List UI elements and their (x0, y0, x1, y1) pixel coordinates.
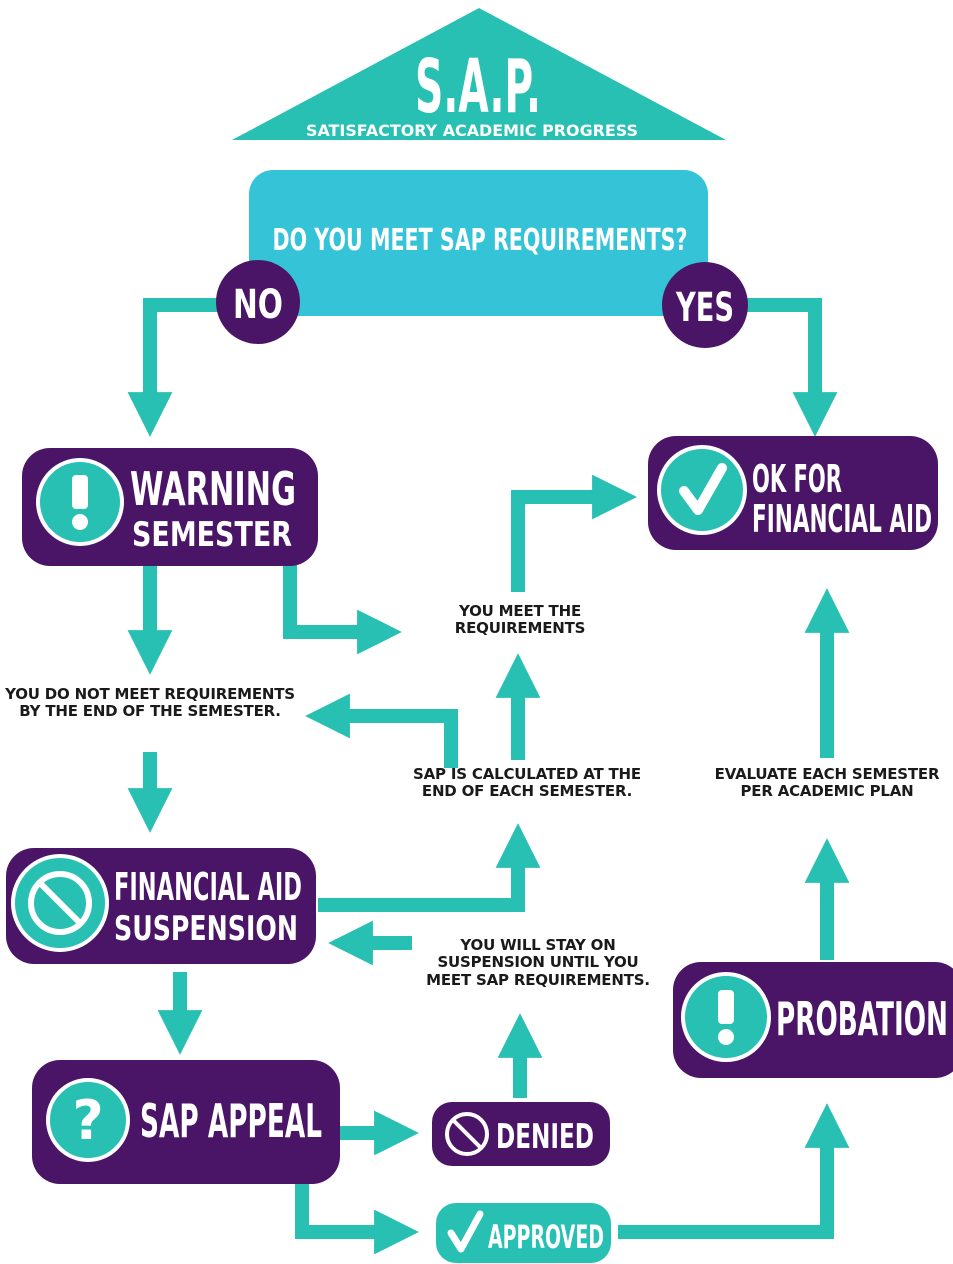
sap-appeal-node: ? SAP APPEAL (32, 1060, 340, 1184)
suspension-title: FINANCIAL AID (114, 865, 302, 909)
question-icon: ? (46, 1078, 130, 1162)
arrow-warning-to-meet (283, 565, 402, 655)
arrow-meet-to-ok (511, 474, 637, 592)
svg-text:?: ? (72, 1089, 103, 1152)
checkmark-icon (447, 1210, 484, 1253)
ok-title: OK FOR (752, 457, 842, 501)
arrow-suspension-to-calc (318, 823, 541, 912)
warning-subtitle: SEMESTER (132, 515, 292, 555)
question-box: DO YOU MEET SAP REQUIREMENTS? (249, 170, 708, 316)
denied-node: DENIED (432, 1102, 610, 1166)
suspension-subtitle: SUSPENSION (114, 909, 298, 949)
note-sap-calculated: SAP IS CALCULATED AT THE END OF EACH SEM… (413, 765, 641, 801)
approved-label: APPROVED (488, 1218, 604, 1256)
note-evaluate-semester: EVALUATE EACH SEMESTER PER ACADEMIC PLAN (714, 765, 940, 801)
note-meet-requirements: YOU MEET THE REQUIREMENTS (454, 602, 586, 638)
warning-title: WARNING (130, 462, 296, 516)
yes-label: YES (675, 285, 734, 331)
exclamation-icon (681, 972, 771, 1062)
ok-financial-aid-node: OK FOR FINANCIAL AID (648, 436, 938, 550)
yes-badge: YES (662, 262, 748, 348)
denied-label: DENIED (496, 1117, 594, 1157)
approved-node: APPROVED (436, 1203, 611, 1263)
exclamation-icon (36, 458, 124, 546)
warning-semester-node: WARNING SEMESTER (22, 448, 318, 566)
prohibited-icon (445, 1112, 489, 1156)
connectors (127, 298, 850, 1255)
no-badge: NO (216, 260, 300, 344)
suspension-node: FINANCIAL AID SUSPENSION (6, 848, 316, 964)
arrow-no-to-warning (127, 298, 222, 437)
note-stay-on-suspension: YOU WILL STAY ON SUSPENSION UNTIL YOU ME… (426, 936, 650, 989)
arrow-yes-to-ok (745, 298, 838, 437)
note-not-meet-requirements: YOU DO NOT MEET REQUIREMENTS BY THE END … (5, 685, 295, 721)
question-label: DO YOU MEET SAP REQUIREMENTS? (273, 223, 688, 258)
appeal-label: SAP APPEAL (140, 1094, 322, 1148)
arrow-appeal-to-approved (295, 1182, 419, 1255)
ok-subtitle: FINANCIAL AID (752, 497, 932, 541)
header-banner: S.A.P. SATISFACTORY ACADEMIC PROGRESS (232, 8, 726, 140)
header-subtitle: SATISFACTORY ACADEMIC PROGRESS (306, 121, 638, 140)
checkmark-icon (657, 445, 747, 535)
arrow-calc-to-notmeet (305, 693, 458, 768)
prohibited-icon (11, 854, 109, 952)
probation-label: PROBATION (776, 992, 948, 1046)
header-title: S.A.P. (415, 44, 541, 130)
no-label: NO (233, 282, 283, 328)
probation-node: PROBATION (673, 962, 953, 1078)
arrow-approved-to-probation (618, 1103, 850, 1239)
